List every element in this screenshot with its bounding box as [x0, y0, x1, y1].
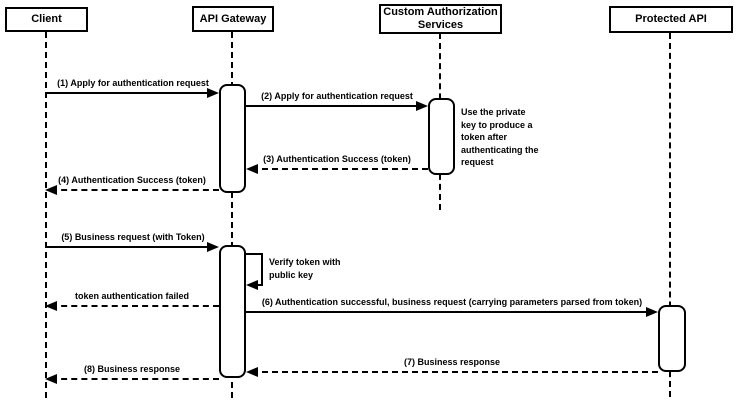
- actor-client: Client: [5, 7, 88, 32]
- message-4-arrowhead: [45, 185, 57, 195]
- message-6-label: (6) Authentication successful, business …: [261, 297, 643, 307]
- message-5-line: [45, 246, 213, 248]
- protected-api-lifeline: [669, 33, 671, 397]
- actor-protected-api-label: Protected API: [635, 13, 707, 25]
- actor-custom-auth-label: Custom Authorization Services: [383, 6, 498, 31]
- message-3-line: [252, 168, 428, 170]
- activation-api-gateway-2: [219, 245, 246, 378]
- actor-api-gateway-label: API Gateway: [199, 12, 267, 25]
- message-8-label: (8) Business response: [83, 364, 181, 374]
- self-message-top-line: [246, 253, 263, 255]
- activation-custom-auth: [428, 98, 455, 175]
- self-message-right-line: [261, 253, 263, 286]
- message-7-line: [252, 371, 658, 373]
- actor-protected-api: Protected API: [609, 6, 733, 33]
- message-1-label: (1) Apply for authentication request: [57, 78, 209, 88]
- activation-protected-api: [658, 305, 686, 372]
- actor-api-gateway: API Gateway: [192, 6, 274, 32]
- client-lifeline: [45, 32, 47, 398]
- message-4-label: (4) Authentication Success (token): [58, 175, 206, 185]
- message-5-arrowhead: [207, 242, 219, 252]
- message-8-line: [51, 378, 219, 380]
- message-2-label: (2) Apply for authentication request: [261, 91, 413, 101]
- message-7-arrowhead: [246, 367, 258, 377]
- message-2-arrowhead: [416, 101, 428, 111]
- message-token-failed-label: token authentication failed: [74, 291, 189, 301]
- message-token-failed-arrowhead: [45, 301, 57, 311]
- note-private-key: Use the private key to produce a token a…: [461, 107, 539, 167]
- message-2-line: [246, 105, 422, 107]
- api-gateway-lifeline: [231, 32, 233, 398]
- message-4-line: [51, 189, 219, 191]
- self-message-arrowhead: [246, 280, 258, 290]
- activation-api-gateway-1: [219, 84, 246, 193]
- message-3-arrowhead: [246, 164, 258, 174]
- message-6-line: [246, 311, 652, 313]
- message-3-label: (3) Authentication Success (token): [263, 154, 411, 164]
- message-8-arrowhead: [45, 374, 57, 384]
- message-1-arrowhead: [207, 88, 219, 98]
- message-token-failed-line: [51, 305, 219, 307]
- actor-custom-auth: Custom Authorization Services: [379, 4, 502, 34]
- self-message-label: Verify token with public key: [269, 257, 341, 280]
- actor-client-label: Client: [31, 13, 62, 25]
- message-6-arrowhead: [646, 307, 658, 317]
- message-7-label: (7) Business response: [403, 357, 501, 367]
- message-1-line: [45, 92, 213, 94]
- message-5-label: (5) Business request (with Token): [61, 232, 205, 242]
